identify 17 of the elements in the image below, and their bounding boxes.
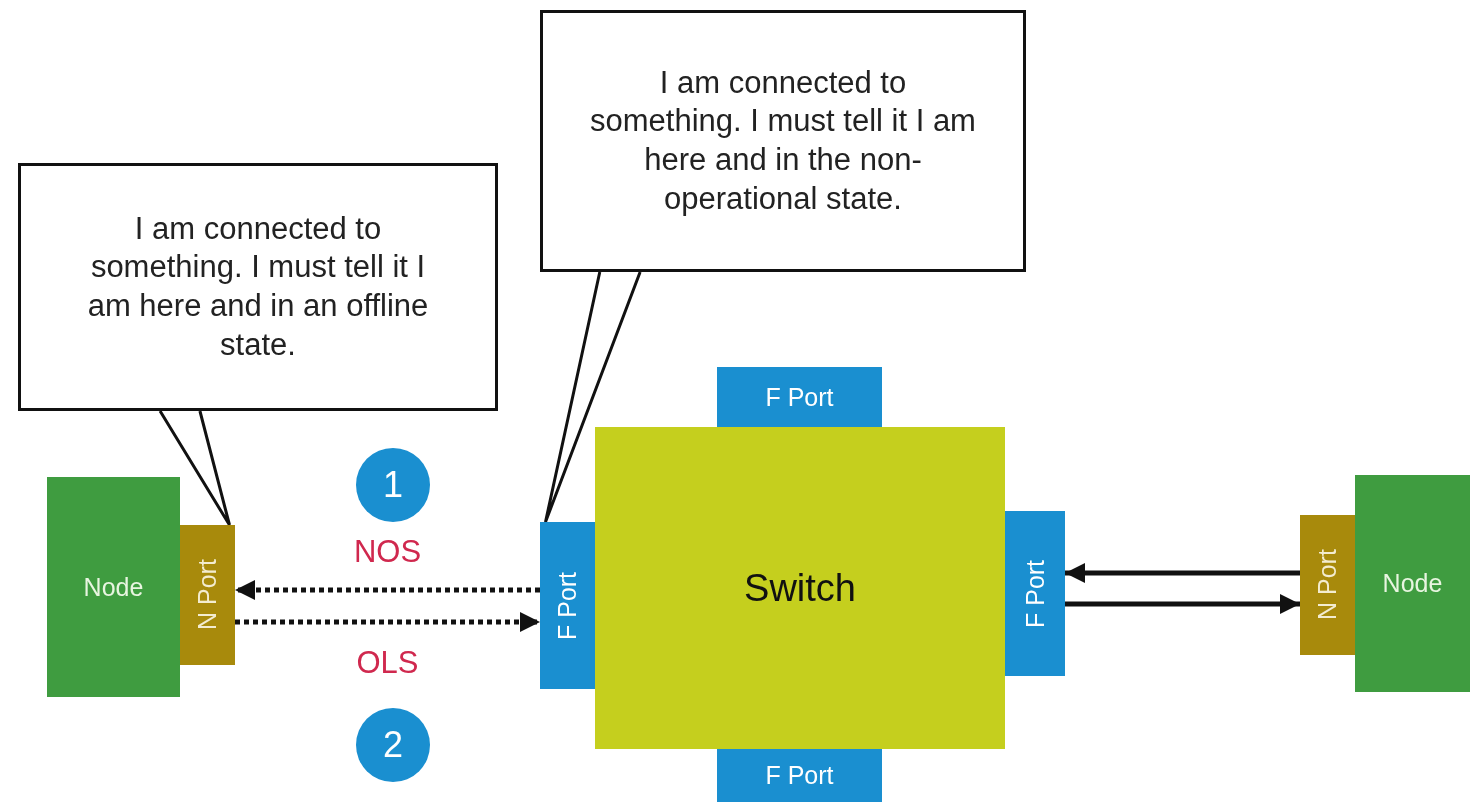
port-box: F Port (717, 749, 882, 802)
switch-box: Switch (595, 427, 1005, 749)
port-box: F Port (717, 367, 882, 427)
speech-bubble: I am connected to something. I must tell it I am here and in the non-operational state. (540, 10, 1026, 272)
port-box: N Port (180, 525, 235, 665)
speech-bubble: I am connected to something. I must tell it I am here and in an offline state. (18, 163, 498, 411)
step-number: 1 (356, 448, 430, 522)
arrow (1065, 563, 1300, 583)
arrow (235, 580, 540, 600)
port-box: F Port (1005, 511, 1065, 676)
step-number: 2 (356, 708, 430, 782)
arrow (235, 612, 540, 632)
node-box: Node (47, 477, 180, 697)
node-box: Node (1355, 475, 1470, 692)
arrow (1065, 594, 1300, 614)
port-box: N Port (1300, 515, 1355, 655)
port-box: F Port (540, 522, 595, 689)
